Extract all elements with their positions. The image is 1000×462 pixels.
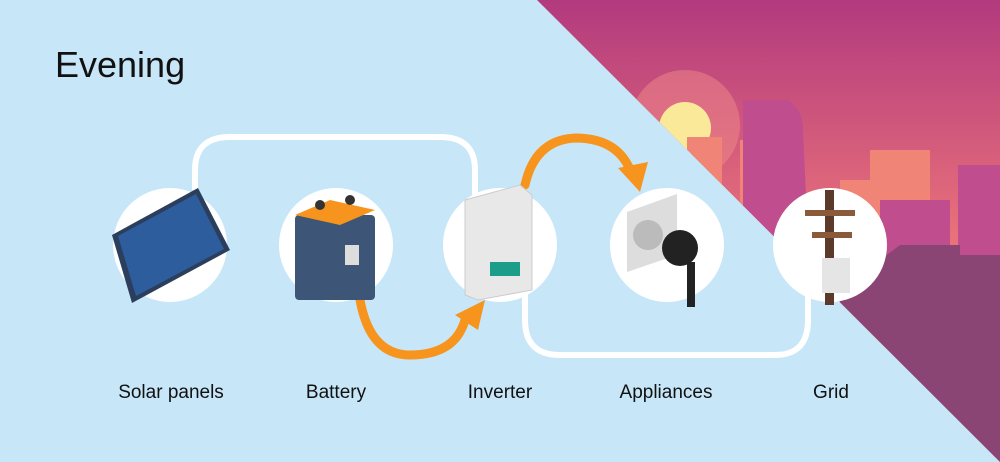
label-battery: Battery <box>305 382 367 403</box>
label-grid: Grid <box>813 382 849 403</box>
arrow-inverter-appliances <box>520 133 637 190</box>
label-solar-panels: Solar panels <box>118 382 224 403</box>
page-title: Evening <box>55 44 186 85</box>
connector-inverter-grid <box>522 290 811 358</box>
inverter-icon <box>464 184 533 301</box>
label-appliances: Appliances <box>619 382 713 403</box>
arrowhead-icon <box>455 300 485 330</box>
arrowhead-icon <box>618 162 648 192</box>
solar-panel-icon <box>112 188 230 303</box>
label-inverter: Inverter <box>467 382 533 403</box>
connector-solar-inverter <box>192 134 478 200</box>
utility-pole-icon <box>805 190 855 305</box>
battery-icon <box>295 195 375 300</box>
flow-arrows <box>355 133 637 360</box>
connector-lines <box>192 134 811 358</box>
power-plug-icon <box>627 194 698 307</box>
arrow-battery-inverter <box>355 295 470 360</box>
